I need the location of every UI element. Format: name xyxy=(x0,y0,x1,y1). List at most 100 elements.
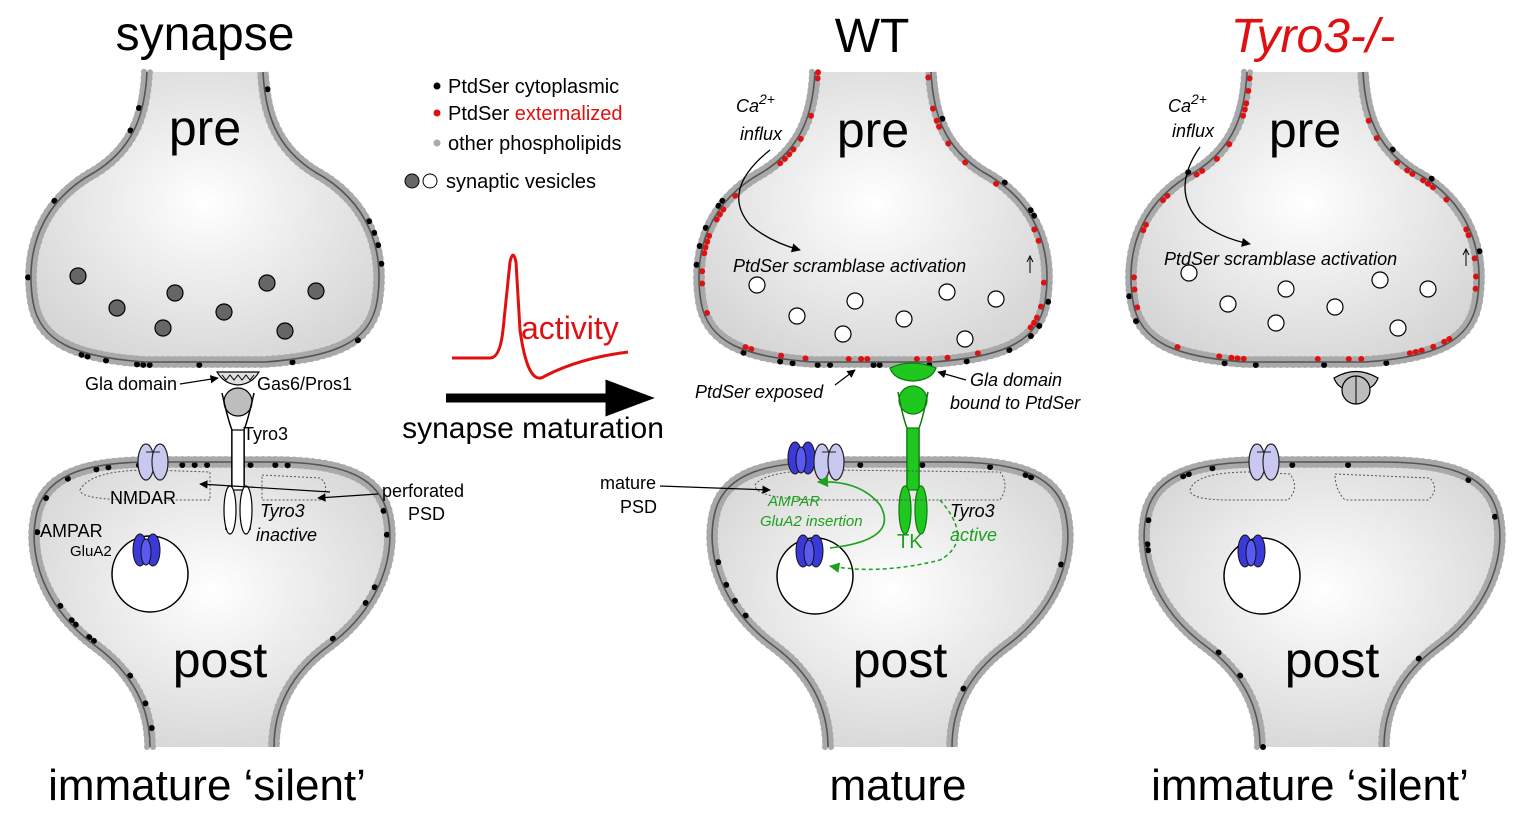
phospholipid-bead xyxy=(757,463,764,470)
phospholipid-bead xyxy=(34,523,41,530)
phospholipid-bead xyxy=(1479,273,1485,280)
phospholipid-bead xyxy=(1246,702,1253,709)
phospholipid-bead xyxy=(32,230,39,237)
phospholipid-bead xyxy=(708,227,715,234)
phospholipid-bead xyxy=(1496,506,1503,513)
phospholipid-bead xyxy=(1488,502,1495,509)
phospholipid-bead xyxy=(771,357,777,364)
phospholipid-bead xyxy=(127,360,134,367)
phospholipid-bead xyxy=(1479,589,1485,596)
phospholipid-bead xyxy=(1390,705,1397,711)
phospholipid-bead xyxy=(1240,355,1247,362)
phospholipid-bead xyxy=(782,458,789,465)
phospholipid-bead xyxy=(81,469,88,476)
phospholipid-bead xyxy=(1134,304,1141,311)
phospholipid-bead xyxy=(839,362,846,368)
phospholipid-bead xyxy=(796,671,803,678)
phospholipid-bead xyxy=(710,221,717,228)
phospholipid-bead xyxy=(57,602,64,609)
phospholipid-bead xyxy=(975,664,982,671)
phospholipid-bead xyxy=(1203,357,1209,364)
phospholipid-bead xyxy=(352,468,359,475)
phospholipid-bead xyxy=(1487,488,1494,495)
mature-psd xyxy=(754,469,1006,501)
phospholipid-bead xyxy=(317,168,324,175)
phospholipid-bead xyxy=(1025,215,1032,222)
phospholipid-bead xyxy=(320,643,327,650)
phospholipid-bead xyxy=(1338,462,1345,468)
phospholipid-bead xyxy=(74,176,81,183)
phospholipid-bead xyxy=(270,355,277,362)
phospholipid-bead xyxy=(950,456,957,462)
phospholipid-bead xyxy=(701,250,708,257)
phospholipid-bead xyxy=(271,715,278,722)
phospholipid-bead xyxy=(222,456,229,462)
phospholipid-bead xyxy=(1170,607,1177,614)
phospholipid-bead xyxy=(936,123,943,130)
phospholipid-bead xyxy=(724,201,731,208)
phospholipid-bead xyxy=(146,356,153,362)
phospholipid-bead xyxy=(332,349,339,356)
phospholipid-bead xyxy=(1388,710,1395,717)
phospholipid-bead xyxy=(1224,658,1231,665)
phospholipid-bead xyxy=(1155,193,1162,200)
phospholipid-bead xyxy=(1363,462,1370,468)
tyro3-stalk-fill xyxy=(231,429,245,491)
phospholipid-bead xyxy=(1036,322,1043,329)
phospholipid-bead xyxy=(1218,151,1225,158)
phospholipid-bead xyxy=(82,638,89,645)
phospholipid-bead xyxy=(1435,639,1442,646)
phospholipid-bead xyxy=(1146,511,1153,518)
phospholipid-bead xyxy=(765,467,772,474)
phospholipid-bead xyxy=(822,706,829,713)
phospholipid-bead xyxy=(1061,519,1067,526)
phospholipid-bead xyxy=(1136,310,1142,316)
phospholipid-bead xyxy=(1239,462,1246,469)
psd-ko-right xyxy=(1334,473,1435,501)
phospholipid-bead xyxy=(920,356,927,362)
phospholipid-bead xyxy=(123,667,130,674)
phospholipid-bead xyxy=(372,267,379,274)
phospholipid-bead xyxy=(28,541,35,548)
phospholipid-bead xyxy=(1190,355,1197,362)
phospholipid-bead xyxy=(715,578,722,585)
phospholipid-bead xyxy=(149,737,156,744)
pre-terminal-synapse-cytoplasm xyxy=(30,72,380,362)
phospholipid-bead xyxy=(1136,323,1143,330)
phospholipid-bead xyxy=(290,462,297,469)
phospholipid-bead xyxy=(117,142,124,149)
phospholipid-bead xyxy=(1197,642,1204,649)
gla-domain-teeth xyxy=(221,374,255,381)
phospholipid-bead xyxy=(1163,597,1170,604)
phospholipid-bead xyxy=(271,115,278,122)
phospholipid-bead xyxy=(993,180,1000,187)
phospholipid-bead xyxy=(1049,584,1056,591)
phospholipid-bead xyxy=(1030,468,1037,475)
phospholipid-bead xyxy=(1345,456,1352,462)
phospholipid-bead xyxy=(56,201,63,208)
phospholipid-bead xyxy=(707,547,714,554)
phospholipid-bead xyxy=(1191,469,1198,476)
phospholipid-bead xyxy=(60,188,67,195)
phospholipid-bead xyxy=(1373,121,1380,128)
phospholipid-bead xyxy=(282,685,289,692)
phospholipid-bead xyxy=(1237,672,1244,679)
exposed-pointer xyxy=(834,369,856,386)
phospholipid-bead xyxy=(1005,466,1012,473)
phospholipid-bead xyxy=(1420,177,1427,184)
phospholipid-bead xyxy=(272,462,279,468)
phospholipid-bead xyxy=(191,456,198,462)
phospholipid-bead xyxy=(982,354,989,361)
phospholipid-bead xyxy=(1041,273,1047,280)
phospholipid-bead xyxy=(802,361,808,368)
phospholipid-bead xyxy=(1224,666,1231,673)
phospholipid-bead xyxy=(1387,697,1393,703)
state-label-synapse: immature ‘silent’ xyxy=(48,761,366,810)
phospholipid-bead xyxy=(377,586,384,593)
phospholipid-bead xyxy=(1406,462,1413,469)
phospholipid-bead xyxy=(1370,355,1377,362)
phospholipid-bead xyxy=(1144,497,1151,504)
phospholipid-bead xyxy=(1207,650,1213,657)
phospholipid-bead xyxy=(1144,523,1151,530)
phospholipid-bead xyxy=(844,456,851,462)
